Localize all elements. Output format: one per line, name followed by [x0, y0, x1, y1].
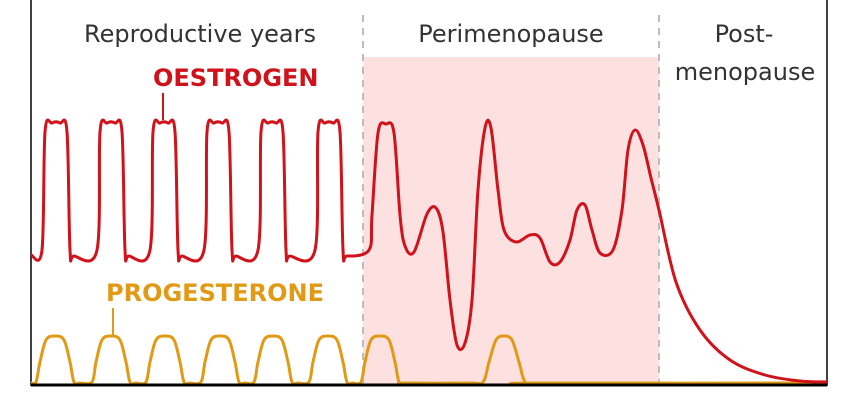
- oestrogen-curve: [29, 118, 828, 384]
- perimenopause-region: [363, 57, 659, 385]
- progesterone-label: PROGESTERONE: [106, 279, 324, 307]
- phase-label-post-line2: menopause: [675, 58, 815, 86]
- progesterone-curve: [30, 334, 828, 386]
- phase-label-post-line1: Post-: [715, 20, 774, 48]
- oestrogen-label: OESTROGEN: [153, 64, 319, 92]
- phase-label-perimenopause: Perimenopause: [418, 20, 603, 48]
- phase-label-reproductive: Reproductive years: [84, 20, 316, 48]
